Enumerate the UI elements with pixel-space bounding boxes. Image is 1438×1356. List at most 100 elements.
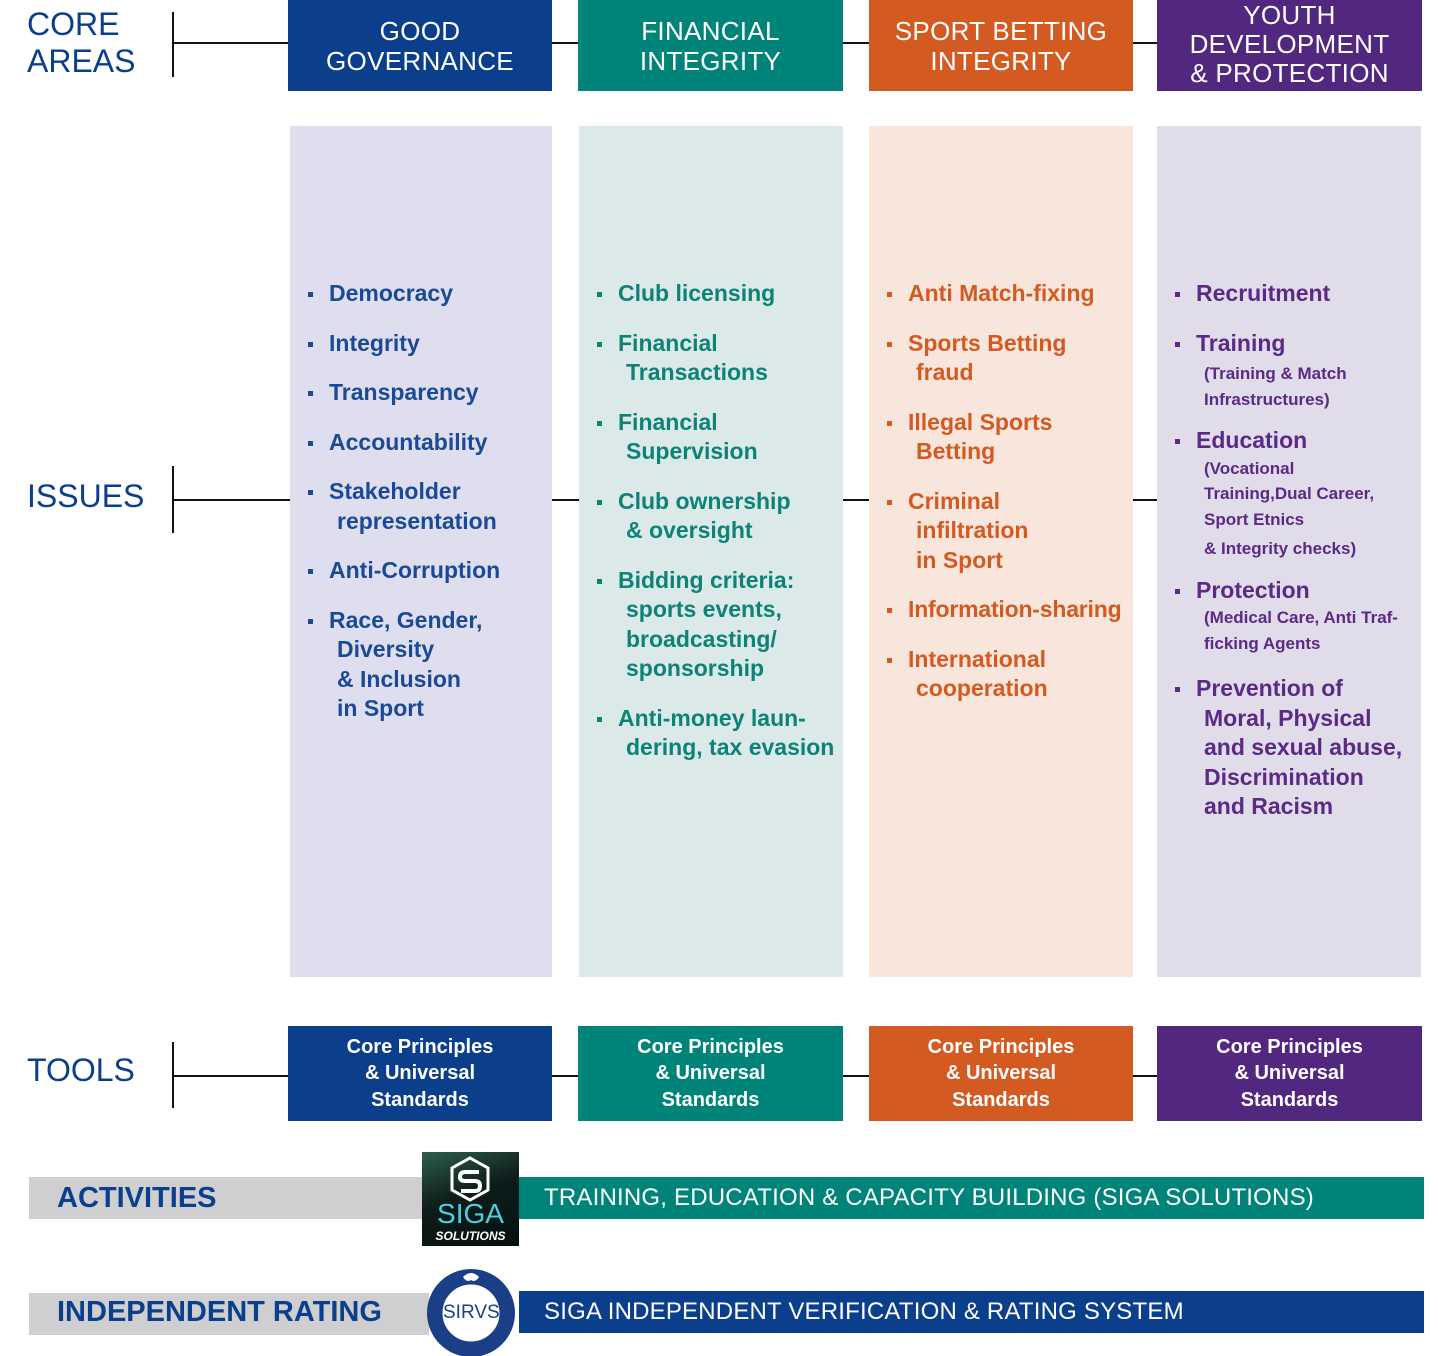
issue-text: Diversity xyxy=(337,636,435,662)
siga-s-icon xyxy=(450,1156,490,1202)
issue-item: Club ownership & oversight xyxy=(579,487,843,546)
tool-text: & Universal xyxy=(1234,1062,1345,1085)
siga-solutions-logo: SIGA SOLUTIONS xyxy=(422,1152,519,1246)
rating-bar: SIGA INDEPENDENT VERIFICATION & RATING S… xyxy=(519,1291,1424,1333)
tool-text: Standards xyxy=(1240,1088,1339,1111)
issue-item: Financial Supervision xyxy=(579,408,843,467)
issue-item: Stakeholder representation xyxy=(290,477,552,536)
issue-text: sports events, xyxy=(626,596,782,622)
issue-item: Accountability xyxy=(290,428,552,458)
issue-text: dering, tax evasion xyxy=(626,734,835,760)
issue-text: Race, Gender, xyxy=(329,606,483,633)
issue-text: in Sport xyxy=(916,546,1003,573)
tool-sport-betting-integrity: Core Principles & Universal Standards xyxy=(869,1026,1133,1121)
activities-band xyxy=(29,1177,429,1219)
issue-text: Information-sharing xyxy=(908,596,1122,622)
issue-item: Anti-Corruption xyxy=(290,556,552,586)
issue-text: Supervision xyxy=(626,438,758,464)
tool-text: Standards xyxy=(661,1088,760,1111)
issue-subtext: (Vocational xyxy=(1204,458,1295,478)
issues-list: Club licensing Financial Transactions Fi… xyxy=(579,279,843,763)
rating-text: SIGA INDEPENDENT VERIFICATION & RATING S… xyxy=(544,1298,1184,1325)
issue-text: Training xyxy=(1196,329,1286,356)
issue-item: Criminal infiltration in Sport xyxy=(869,487,1133,576)
issue-text: Criminal xyxy=(908,487,1001,514)
issue-text: Club licensing xyxy=(618,280,776,306)
issue-item: Illegal Sports Betting xyxy=(869,408,1133,467)
issues-column-sport-betting-integrity: Anti Match-fixing Sports Betting fraud I… xyxy=(869,126,1133,977)
issue-item: Prevention of Moral, Physical and sexual… xyxy=(1157,674,1421,822)
issue-text: cooperation xyxy=(916,675,1048,701)
tool-youth-development: Core Principles & Universal Standards xyxy=(1157,1026,1422,1121)
issue-text: Bidding criteria: xyxy=(618,566,795,593)
siga-logo-text: SIGA xyxy=(437,1198,504,1229)
tool-text: & Universal xyxy=(655,1062,766,1085)
issue-text: Financial xyxy=(618,408,718,435)
issues-column-youth-development: Recruitment Training (Training & Match I… xyxy=(1157,126,1421,977)
issue-text: and sexual abuse, xyxy=(1204,734,1403,760)
core-area-title-line: SPORT BETTING xyxy=(894,15,1108,46)
issue-item: Sports Betting fraud xyxy=(869,329,1133,388)
issue-text: Integrity xyxy=(329,329,420,356)
tool-text: Standards xyxy=(952,1088,1050,1111)
issue-item: Information-sharing xyxy=(869,595,1133,625)
issue-text: Recruitment xyxy=(1196,280,1331,306)
issue-text: & oversight xyxy=(626,517,753,543)
activities-text: TRAINING, EDUCATION & CAPACITY BUILDING … xyxy=(544,1184,1314,1211)
sirvs-logo: SIRVS xyxy=(423,1266,519,1356)
tool-good-governance: Core Principles & Universal Standards xyxy=(288,1026,552,1121)
issue-text: Club ownership xyxy=(618,487,791,514)
issue-text: in Sport xyxy=(337,695,424,721)
issues-column-good-governance: Democracy Integrity Transparency Account… xyxy=(290,126,552,977)
core-area-title-line: GOVERNANCE xyxy=(326,45,514,76)
issue-subtext: ficking Agents xyxy=(1204,633,1321,653)
issue-text: & Inclusion xyxy=(337,665,461,692)
tool-financial-integrity: Core Principles & Universal Standards xyxy=(578,1026,843,1121)
core-area-sport-betting-integrity: SPORT BETTING INTEGRITY xyxy=(869,0,1133,91)
issue-text: Education xyxy=(1196,427,1308,453)
issue-text: Transparency xyxy=(329,379,479,405)
row-label-core-areas: CORE AREAS xyxy=(27,6,135,80)
issue-item: Club licensing xyxy=(579,279,843,309)
issue-item: Integrity xyxy=(290,329,552,359)
core-area-title-line: DEVELOPMENT xyxy=(1189,29,1390,59)
issue-text: Anti-money laun- xyxy=(618,704,806,731)
core-area-good-governance: GOOD GOVERNANCE xyxy=(288,0,552,91)
tool-text: & Universal xyxy=(945,1062,1057,1085)
issue-item: Bidding criteria: sports events, broadca… xyxy=(579,566,843,684)
issue-text: Anti Match-fixing xyxy=(908,280,1095,306)
core-area-title-line: GOOD xyxy=(379,15,461,46)
tool-text: Standards xyxy=(371,1088,469,1111)
issue-text: Democracy xyxy=(329,280,454,306)
issue-text: sponsorship xyxy=(626,655,765,681)
issue-item: Protection (Medical Care, Anti Traf- fic… xyxy=(1157,576,1421,657)
tool-text: Core Principles xyxy=(637,1035,784,1058)
core-area-title-line: YOUTH xyxy=(1243,0,1336,30)
row-label-tools: TOOLS xyxy=(27,1052,135,1088)
siga-logo-subtext: SOLUTIONS xyxy=(435,1229,506,1243)
issue-item: Democracy xyxy=(290,279,552,309)
issue-text: broadcasting/ xyxy=(626,625,777,652)
tool-text: Core Principles xyxy=(1216,1035,1363,1058)
issue-subtext: & Integrity checks) xyxy=(1204,539,1357,558)
issue-text: International xyxy=(908,645,1047,672)
issue-text: fraud xyxy=(916,359,974,385)
row-label-core-areas-line1: CORE xyxy=(27,6,120,42)
issue-item: Financial Transactions xyxy=(579,329,843,388)
issue-text: Accountability xyxy=(329,428,488,455)
issue-text: Stakeholder xyxy=(329,478,461,504)
issue-text: infiltration xyxy=(916,517,1029,543)
issues-column-financial-integrity: Club licensing Financial Transactions Fi… xyxy=(579,126,843,977)
issues-list: Recruitment Training (Training & Match I… xyxy=(1157,279,1421,822)
issue-text: Discrimination xyxy=(1204,763,1364,790)
issue-item: Anti-money laun- dering, tax evasion xyxy=(579,704,843,763)
issue-item: Transparency xyxy=(290,378,552,408)
issue-text: Financial xyxy=(618,329,718,356)
issue-text: Betting xyxy=(916,438,996,464)
core-area-title-line: FINANCIAL xyxy=(641,15,780,46)
tool-text: & Universal xyxy=(364,1062,476,1085)
issues-list: Anti Match-fixing Sports Betting fraud I… xyxy=(869,279,1133,704)
issue-item: International cooperation xyxy=(869,645,1133,704)
issue-text: Sports Betting xyxy=(908,329,1067,356)
issue-text: Moral, Physical xyxy=(1204,704,1372,731)
